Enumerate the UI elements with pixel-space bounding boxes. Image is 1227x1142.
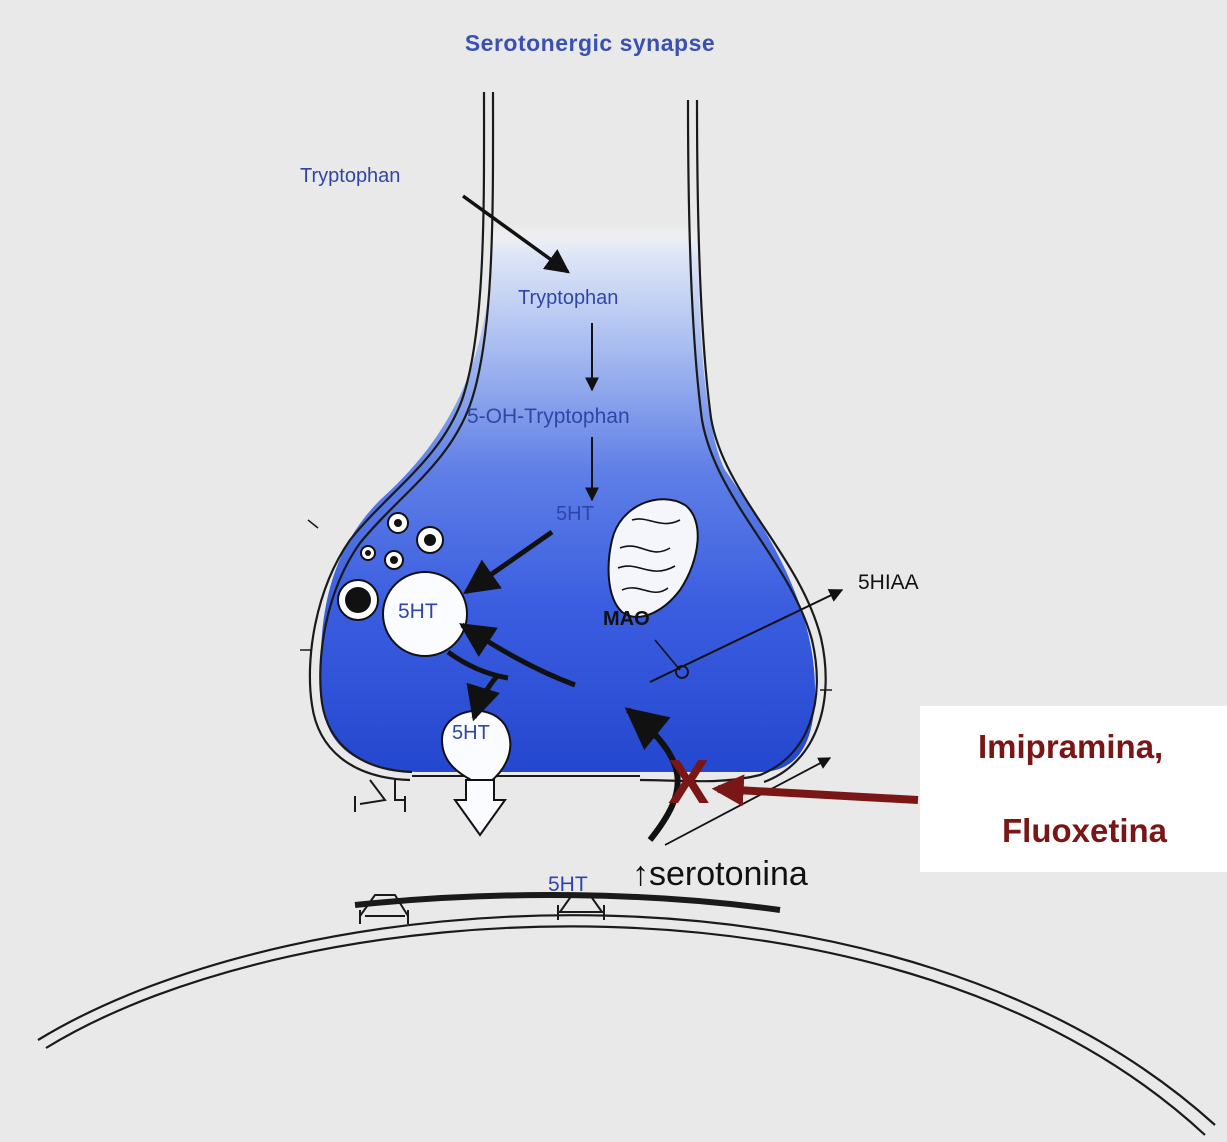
drug-fluoxetina: Fluoxetina xyxy=(1002,812,1167,850)
label-5ht-cytoplasm: 5HT xyxy=(556,503,594,526)
label-5ht-release: 5HT xyxy=(452,722,490,745)
drug-box: Imipramina, Fluoxetina xyxy=(920,706,1227,872)
label-5oh-tryptophan: 5-OH-Tryptophan xyxy=(467,405,630,429)
label-tryptophan-outside: Tryptophan xyxy=(300,165,400,188)
label-serotonina: ↑serotonina xyxy=(632,855,808,894)
autoreceptor xyxy=(355,780,405,812)
postsynaptic-membrane xyxy=(38,895,1215,1135)
diagram-title: Serotonergic synapse xyxy=(0,30,1180,57)
label-5ht-vesicle: 5HT xyxy=(398,600,438,624)
label-5hiaa: 5HIAA xyxy=(858,571,919,595)
label-5ht-cleft: 5HT xyxy=(548,873,588,897)
label-mao: MAO xyxy=(603,608,650,631)
label-tryptophan-inside: Tryptophan xyxy=(518,287,618,310)
inhibition-x-mark: X xyxy=(668,752,709,814)
drug-imipramina: Imipramina, xyxy=(978,728,1163,766)
inhibition-arrow xyxy=(718,789,918,800)
